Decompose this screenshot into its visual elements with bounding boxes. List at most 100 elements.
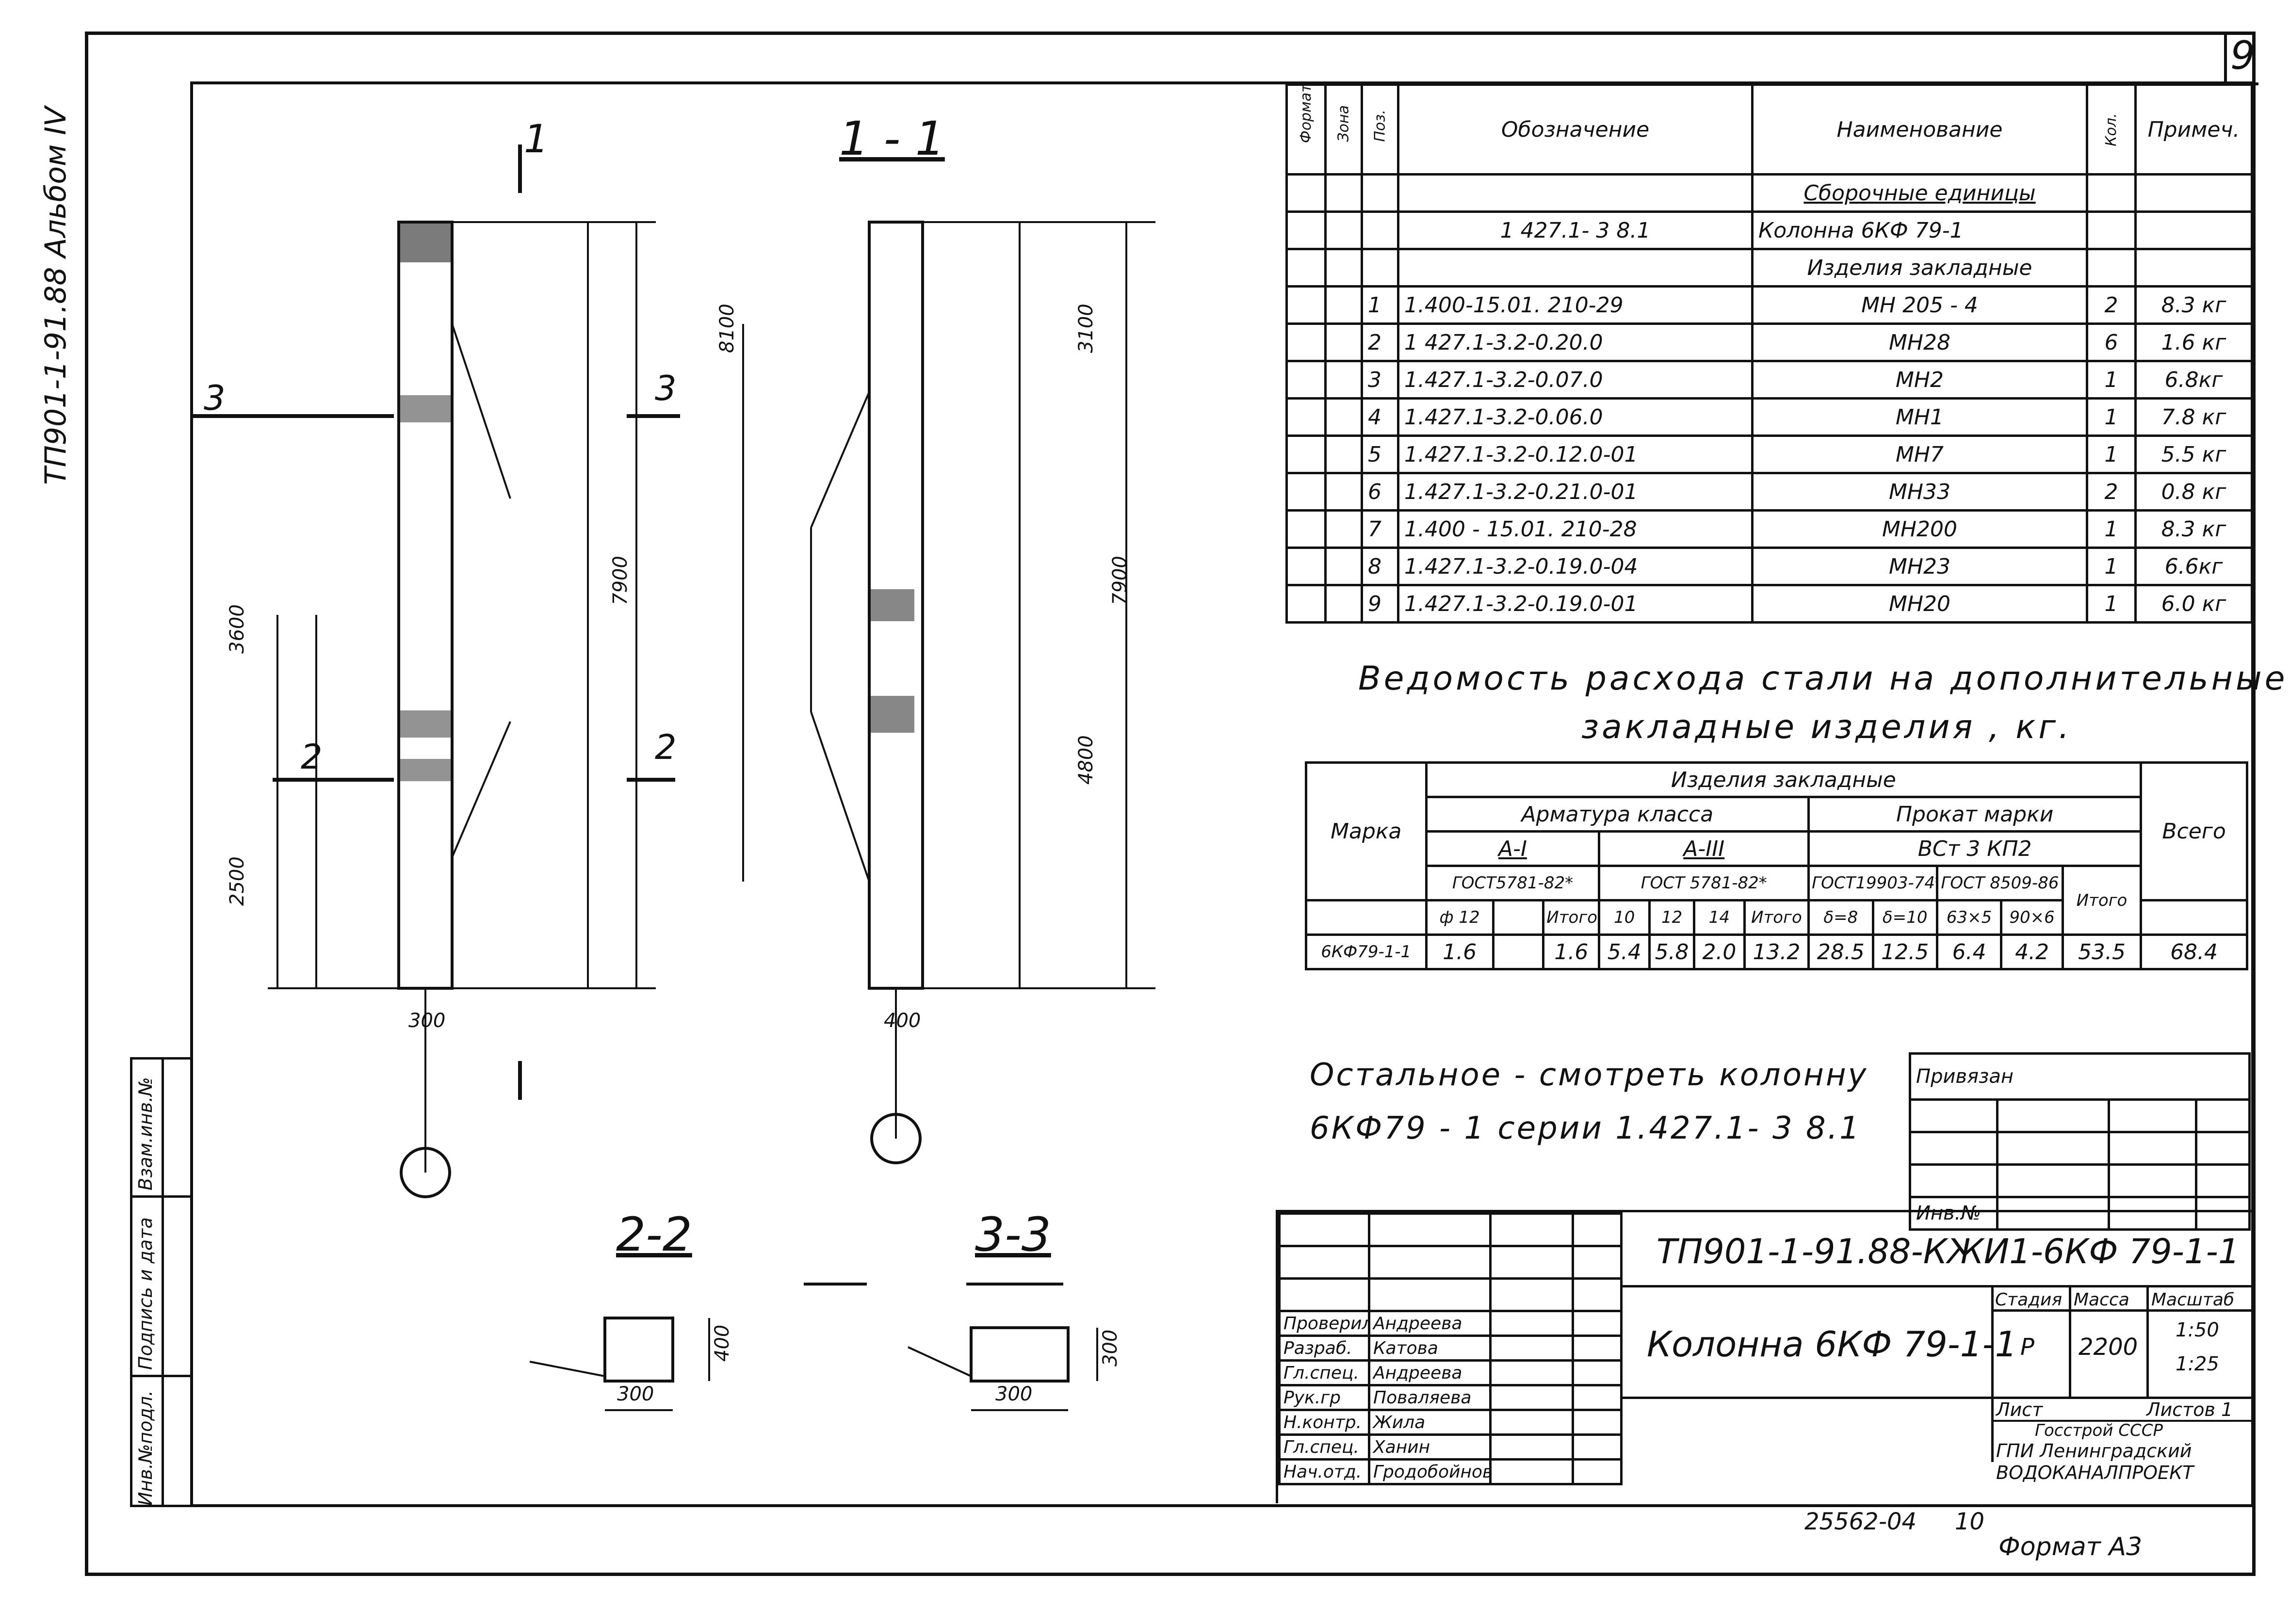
note-line-2: 6КФ79 - 1 серии 1.427.1- 3 8.1 [1310,1110,1861,1146]
note-line-1: Остальное - смотреть колонну [1310,1057,1868,1093]
specification-table: Формат Зона Поз. Обозначение Наименовани… [1285,83,2253,624]
sec-dim-7900: 7900 [1109,556,1131,605]
elev-dim-2500: 2500 [226,856,248,906]
drawing-code: ТП901-1-91.88-КЖИ1-6КФ 79-1-1 [1657,1232,2240,1271]
col-pos: Поз. [1361,83,1399,176]
sheet-number-box: 9 [2224,32,2258,85]
drawing-name: Колонна 6КФ 79-1-1 [1647,1324,2017,1365]
binding-title: Привязан [1908,1052,2251,1101]
cut-label-3-right: 3 [655,369,677,408]
binding-block: Привязан Инв.№ [1908,1052,2251,1231]
mass-value: 2200 [2079,1334,2138,1361]
elevation-column-outline [397,221,454,990]
s33-dim-300: 300 [995,1383,1032,1405]
steel-class-a3: A-III [1598,830,1810,867]
steel-gost-a1: ГОСТ5781-82* [1425,865,1601,901]
steel-col-marka: Марка [1305,761,1428,901]
steel-table-title-2: закладные изделия , кг. [1581,708,2072,746]
col-format: Формат [1285,83,1327,176]
signer-row: Разраб.Катова [1278,1335,1623,1362]
section-11-title: 1 - 1 [839,112,945,166]
scale-header: Масштаб [2151,1290,2235,1310]
mass-header: Масса [2074,1290,2129,1310]
section-22-title: 2-2 [616,1207,692,1262]
sheets-header: Листов 1 [2146,1399,2233,1420]
side-label-vzam: Взам.инв.№ [135,1077,156,1190]
binding-inv: Инв.№ [1909,1196,1998,1231]
col-zone: Зона [1324,83,1363,176]
sec-dim-3100: 3100 [1075,304,1097,353]
steel-group-prokat: Прокат марки [1807,796,2143,833]
col-qty: Кол. [2086,83,2137,176]
sheet-inner-frame [190,81,2254,1507]
footer-number: 25562-04 [1804,1508,1917,1535]
section-33-title: 3-3 [975,1207,1051,1262]
cut-label-3-left: 3 [204,378,226,418]
steel-gost-p1: ГОСТ19903-74* [1807,865,1938,901]
steel-consumption-table: Марка Изделия закладные Всего Арматура к… [1305,761,2248,970]
s33-dim-300v: 300 [1099,1330,1121,1367]
steel-col-total: Всего [2140,761,2248,901]
scale-value-2: 1:25 [2176,1353,2219,1375]
org-line-1: Госстрой СССР [2035,1421,2163,1440]
scale-value-1: 1:50 [2176,1319,2219,1341]
col-code: Обозначение [1397,83,1754,176]
section-axis-bubble [870,1113,922,1164]
s22-dim-300: 300 [617,1383,654,1405]
assembly-code: 1 427.1- 3 8.1 [1397,210,1754,250]
side-label-inv: Инв.№подл. [135,1390,156,1506]
elev-dim-7900: 7900 [609,556,632,605]
cut-label-2-left: 2 [301,737,323,777]
stage-value: Р [2020,1334,2034,1361]
steel-gost-a3: ГОСТ 5781-82* [1598,865,1810,901]
steel-group-armatura: Арматура класса [1425,796,1810,833]
section-33-outline [970,1326,1070,1383]
signer-row: Гл.спец.Андреева [1278,1359,1623,1386]
steel-class-a1: A-I [1425,830,1601,867]
signer-row: Нач.отд.Гродобойнова [1278,1458,1623,1485]
org-line-3: ВОДОКАНАЛПРОЕКТ [1996,1462,2194,1483]
album-stamp: ТП901-1-91.88 Альбом IV [39,106,73,485]
side-stamp-strip: Инв.№подл. Подпись и дата Взам.инв.№ [130,1057,190,1507]
steel-group-izd: Изделия закладные [1425,761,2143,798]
footer-page: 10 [1955,1508,1985,1535]
col-note: Примеч. [2134,83,2253,176]
steel-itogo: Итого [2061,865,2143,936]
side-label-sign: Подпись и дата [135,1217,156,1370]
section-22-outline [603,1317,674,1383]
col-name: Наименование [1751,83,2088,176]
sec-dim-400: 400 [884,1010,921,1032]
stage-header: Стадия [1995,1290,2063,1310]
elev-dim-300: 300 [408,1010,445,1032]
elevation-cut-mark: 1 [524,116,549,161]
group-assembly: Сборочные единицы [1751,173,2088,213]
steel-table-title-1: Ведомость расхода стали на дополнительны… [1358,659,2288,698]
assembly-name: Колонна 6КФ 79-1 [1751,210,2088,250]
org-line-2: ГПИ Ленинградский [1996,1440,2192,1462]
sheet-header: Лист [1996,1399,2043,1420]
sec-dim-4800: 4800 [1075,735,1097,785]
signer-row: Гл.спец.Ханин [1278,1433,1623,1461]
steel-grade: ВСт 3 КП2 [1807,830,2143,867]
column-drawings: 3600 2500 7900 7900 8100 4800 3100 300 4… [190,145,1155,1411]
sec-dim-8100: 8100 [716,304,738,353]
steel-gost-p2: ГОСТ 8509-86 [1935,865,2064,901]
elev-dim-3600: 3600 [226,604,248,654]
cut-label-2-right: 2 [655,727,677,767]
group-embedded: Изделия закладные [1751,248,2088,288]
signer-row: Н.контр.Жила [1278,1409,1623,1436]
elevation-axis-bubble [400,1147,451,1198]
s22-dim-400: 400 [711,1325,733,1362]
